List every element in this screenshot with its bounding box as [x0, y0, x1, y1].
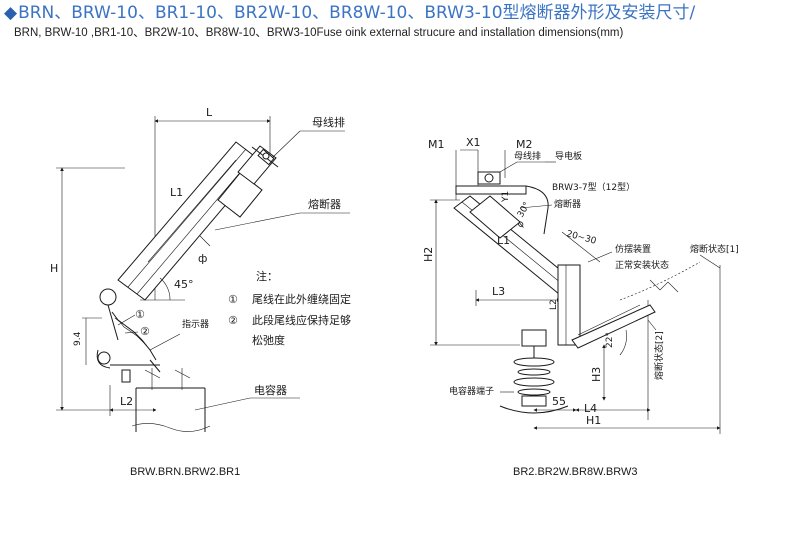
dim-M1-label: M1 [428, 138, 445, 151]
dim-20-30-label: 20~30 [565, 229, 597, 247]
callout-terminal: 电容器端子 [449, 385, 494, 397]
note-2-text-line2: 松弛度 [252, 333, 285, 347]
capacitor-terminal [499, 329, 569, 414]
note-2-marker: ② [228, 314, 238, 327]
model-label: BRW3-7型（12型） [552, 182, 635, 193]
indicator-ball [99, 288, 117, 306]
note-1-text: 尾线在此外缠绕固定 [252, 292, 351, 306]
callout-swing: 仿摆装置 [615, 243, 651, 255]
note-1-marker: ① [228, 293, 238, 306]
angle-30-label: 30° [516, 201, 533, 220]
phi-label: ф [198, 252, 207, 265]
callout-normal: 正常安装状态 [615, 259, 669, 271]
page-title-text: BRN、BRW-10、BR1-10、BR2W-10、BR8W-10、BRW3-1… [18, 3, 696, 23]
angle-45-label: 45° [174, 278, 194, 291]
dim-L-label: L [206, 106, 213, 119]
dim-H3-label: H3 [590, 367, 603, 382]
callout-fuse-left: 熔断器 [308, 197, 341, 211]
callout-blown-2: 熔断状态[2] [653, 331, 665, 380]
dim-Y1-label: Y1 [501, 191, 511, 203]
dim-L1-label: L1 [170, 186, 183, 199]
callout-busbar-left: 母线排 [312, 115, 345, 129]
dim-55-label: 55 [552, 395, 566, 408]
left-drawing: L H L1 ф 45° 母线排 熔 [50, 106, 351, 478]
callout-blown-1: 熔断状态[1] [690, 243, 739, 255]
diamond-bullet-icon: ◆ [4, 3, 18, 23]
caption-left: BRW.BRN.BRW2.BR1 [130, 466, 240, 478]
callout-fuse-right: 熔断器 [554, 198, 581, 210]
callout-busbar-right: 母线排 [514, 150, 541, 162]
dim-9-4-label: 9.4 [73, 331, 83, 346]
dim-L3-label: L3 [492, 285, 505, 298]
dim-H-label: H [50, 262, 58, 275]
angle-22-label: 22° [605, 332, 615, 348]
caption-right: BR2.BR2W.BR8W.BRW3 [513, 466, 638, 478]
marker-2-left: ② [140, 325, 150, 338]
dim-L4-label: L4 [584, 402, 597, 415]
callout-conductor: 导电板 [555, 150, 582, 162]
header: ◆BRN、BRW-10、BR1-10、BR2W-10、BR8W-10、BRW3-… [4, 2, 796, 40]
dim-H1-label: H1 [586, 414, 601, 427]
dim-L2-label: L2 [120, 395, 133, 408]
capacitor-body [131, 387, 211, 432]
dim-X1-label: X1 [466, 136, 481, 149]
fuse-tube-right [453, 195, 576, 295]
note-2-text-line1: 此段尾线应保持足够 [252, 313, 351, 327]
note-title: 注： [256, 269, 278, 283]
page-subtitle: BRN, BRW-10 ,BR1-10、BR2W-10、BR8W-10、BRW3… [14, 27, 624, 39]
right-drawing: M1 X1 M2 母线排 导电板 Y1 BRW3-7型（12型） 熔断器 30°… [422, 136, 739, 478]
page-title: ◆BRN、BRW-10、BR1-10、BR2W-10、BR8W-10、BRW3-… [4, 2, 796, 24]
dim-H2-label: H2 [422, 247, 435, 262]
fuse-tube [117, 141, 279, 301]
marker-1-left: ① [135, 308, 145, 321]
phi-right-label: φ [516, 219, 527, 231]
callout-capacitor: 电容器 [254, 383, 287, 397]
dim-L2-right-label: L2 [549, 299, 559, 310]
dim-L1-right-label: L1 [497, 234, 510, 247]
callout-indicator: 指示器 [182, 318, 209, 330]
dim-M2-label: M2 [516, 138, 533, 151]
